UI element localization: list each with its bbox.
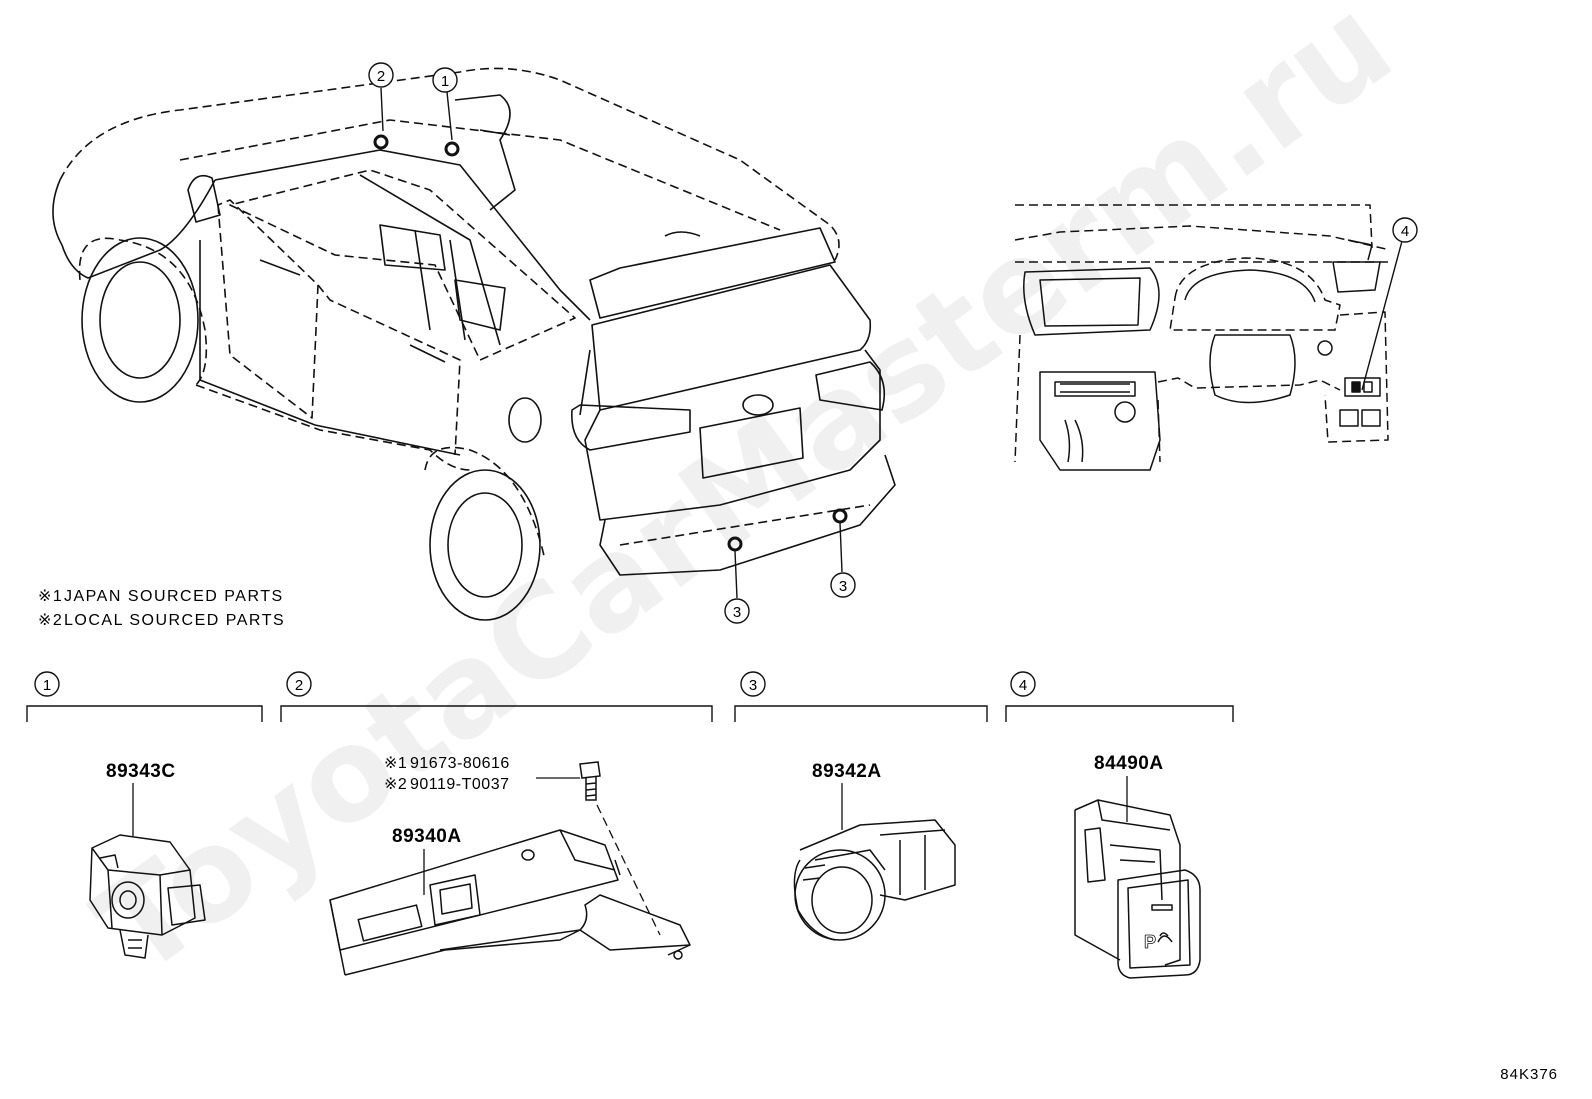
dashboard-illustration bbox=[1014, 204, 1391, 471]
callout-4-top: 4 bbox=[1401, 223, 1409, 240]
watermark-text: ToyotaCarMasterm.ru bbox=[71, 0, 1419, 1005]
part-label-89342A: 89342A bbox=[812, 761, 882, 782]
vehicle-callouts bbox=[368, 62, 856, 624]
callout-3-left: 3 bbox=[733, 604, 741, 621]
callout-3-right: 3 bbox=[839, 578, 847, 595]
group-2-number: 2 bbox=[295, 677, 303, 694]
part-label-89343C: 89343C bbox=[106, 761, 176, 782]
sensor-switch-84490A: P bbox=[1074, 799, 1201, 979]
ultrasonic-sensor-89343C bbox=[89, 834, 206, 959]
dashboard-callout bbox=[1361, 217, 1418, 391]
parking-assist-icon: P bbox=[1144, 932, 1156, 952]
group-3-number: 3 bbox=[749, 677, 757, 694]
callout-1-top: 1 bbox=[441, 73, 449, 90]
group-4-number: 4 bbox=[1019, 677, 1027, 694]
note-2-mark: ※2 bbox=[38, 612, 63, 629]
callout-2-top: 2 bbox=[377, 68, 385, 85]
bolt-2-mark: ※2 bbox=[384, 776, 407, 793]
part-label-84490A: 84490A bbox=[1094, 753, 1164, 774]
note-1-mark: ※1 bbox=[38, 588, 63, 605]
bolt-callouts: ※1 91673-80616 ※2 90119-T0037 bbox=[384, 755, 510, 793]
diagram-code: 84K376 bbox=[1500, 1066, 1558, 1083]
bolt-2-code: 90119-T0037 bbox=[410, 776, 510, 793]
vehicle-illustration bbox=[52, 67, 896, 621]
bolt-1-code: 91673-80616 bbox=[410, 755, 510, 772]
group-1-number: 1 bbox=[43, 677, 51, 694]
part-label-89340A: 89340A bbox=[392, 826, 462, 847]
source-notes: ※1 JAPAN SOURCED PARTS ※2 LOCAL SOURCED … bbox=[38, 588, 285, 629]
bolt-icon bbox=[579, 761, 601, 801]
note-1-text: JAPAN SOURCED PARTS bbox=[64, 588, 284, 605]
note-2-text: LOCAL SOURCED PARTS bbox=[64, 612, 285, 629]
group-headers bbox=[26, 671, 1234, 722]
parking-sensor-89342A bbox=[793, 819, 956, 941]
sensor-ecu-89340A bbox=[329, 829, 691, 976]
bolt-1-mark: ※1 bbox=[384, 755, 407, 772]
